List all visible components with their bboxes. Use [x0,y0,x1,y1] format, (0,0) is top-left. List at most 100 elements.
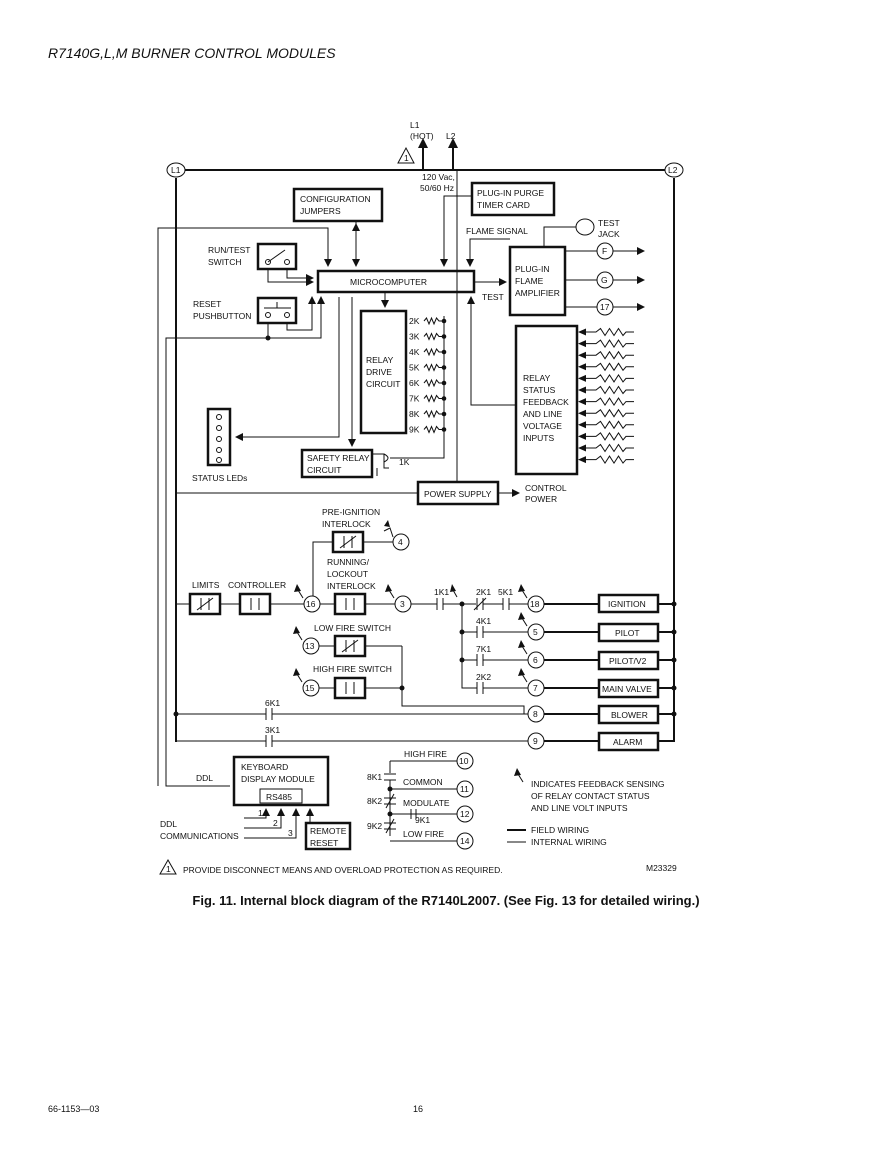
svg-text:FLAME SIGNAL: FLAME SIGNAL [466,226,528,236]
svg-text:RS485: RS485 [266,792,292,802]
configuration-jumpers-box [292,187,384,223]
svg-text:4: 4 [398,537,403,547]
svg-text:DRIVE: DRIVE [366,367,392,377]
keyboard-display-module-box [232,755,330,807]
relay-label-6k: 6K [409,378,420,388]
svg-text:REMOTE: REMOTE [310,826,347,836]
svg-text:17: 17 [600,302,610,312]
svg-text:15: 15 [305,683,315,693]
svg-text:2K1: 2K1 [476,587,491,597]
svg-text:8K2: 8K2 [367,796,382,806]
relay-label-7k: 7K [409,394,420,404]
relay-status-feedback-box [514,324,579,476]
feedback-arrow-icon [578,444,586,452]
svg-text:3: 3 [400,599,405,609]
relay-label-4k: 4K [409,347,420,357]
feedback-arrow-icon [578,398,586,406]
legend: INDICATES FEEDBACK SENSING OF RELAY CONT… [507,768,665,847]
feedback-resistor [586,350,634,360]
svg-text:FIELD WIRING: FIELD WIRING [531,825,589,835]
svg-text:IGNITION: IGNITION [608,599,646,609]
warning-triangle-icon [397,146,415,164]
svg-text:PLUG-IN PURGE: PLUG-IN PURGE [477,188,544,198]
svg-text:PILOT/V2: PILOT/V2 [609,656,647,666]
feedback-arrow-icon [578,421,586,429]
svg-text:2: 2 [273,818,278,828]
svg-text:RESET: RESET [193,299,221,309]
svg-text:5: 5 [533,627,538,637]
svg-text:PRE-IGNITION: PRE-IGNITION [322,507,380,517]
high-fire-switch [333,676,367,700]
svg-text:TEST: TEST [598,218,620,228]
svg-text:9: 9 [533,736,538,746]
relay-coil-5k [423,363,444,372]
svg-text:2K2: 2K2 [476,672,491,682]
feedback-arrow-icon [578,351,586,359]
svg-text:L2: L2 [668,165,678,175]
svg-text:G: G [601,275,608,285]
page-number: 16 [413,1104,424,1114]
figure-caption: Fig. 11. Internal block diagram of the R… [192,893,700,908]
svg-text:INDICATES FEEDBACK SENSING: INDICATES FEEDBACK SENSING [531,779,665,789]
svg-text:LIMITS: LIMITS [192,580,220,590]
svg-text:4K1: 4K1 [476,616,491,626]
feedback-arrow-icon [578,340,586,348]
flame-amplifier-box [508,245,567,317]
disconnect-note: PROVIDE DISCONNECT MEANS AND OVERLOAD PR… [183,865,503,875]
page-header: R7140G,L,M BURNER CONTROL MODULES [48,45,336,61]
remote-reset-box [304,821,352,851]
terminal-11 [456,780,474,798]
relay-label-5k: 5K [409,363,420,373]
feedback-resistor [586,420,634,430]
svg-text:8: 8 [533,709,538,719]
doc-number: 66-1153—03 [48,1104,100,1114]
svg-text:14: 14 [460,836,470,846]
reset-pushbutton [256,296,298,325]
svg-text:ALARM: ALARM [613,737,642,747]
svg-text:RELAY: RELAY [523,373,551,383]
svg-text:POWER: POWER [525,494,557,504]
feedback-arrow-icon [578,432,586,440]
svg-text:50/60 Hz: 50/60 Hz [420,183,454,193]
relay-coil-4k [423,347,444,357]
relay-label-9k: 9K [409,425,420,435]
svg-text:TEST: TEST [482,292,504,302]
feedback-resistor [586,373,634,383]
l1-terminal [166,162,186,178]
svg-text:DDL: DDL [196,773,213,783]
feedback-resistor [586,455,634,465]
feedback-arrow-icon [578,328,586,336]
feedback-arrow-icon [578,456,586,464]
svg-text:13: 13 [305,641,315,651]
svg-text:PUSHBUTTON: PUSHBUTTON [193,311,251,321]
svg-text:INTERLOCK: INTERLOCK [322,519,371,529]
svg-text:1: 1 [404,153,409,163]
svg-text:FLAME: FLAME [515,276,544,286]
svg-text:LOW FIRE SWITCH: LOW FIRE SWITCH [314,623,391,633]
svg-text:1: 1 [166,864,171,874]
terminal-12 [456,805,474,823]
svg-text:JUMPERS: JUMPERS [300,206,341,216]
svg-text:AND LINE: AND LINE [523,409,563,419]
feedback-resistor [586,397,634,407]
run-test-switch [256,242,298,271]
feedback-arrow-icon [578,409,586,417]
svg-text:L1: L1 [410,120,420,130]
svg-text:L1: L1 [171,165,181,175]
relay-coil-2k [423,316,444,326]
feedback-arrow-icon [578,374,586,382]
svg-text:FEEDBACK: FEEDBACK [523,397,569,407]
svg-text:RUN/TEST: RUN/TEST [208,245,251,255]
svg-text:COMMUNICATIONS: COMMUNICATIONS [160,831,239,841]
l2-terminal [664,162,684,178]
svg-text:1K1: 1K1 [434,587,449,597]
svg-text:DISPLAY MODULE: DISPLAY MODULE [241,774,315,784]
test-jack-icon [575,218,595,236]
svg-text:POWER SUPPLY: POWER SUPPLY [424,489,492,499]
svg-text:1K: 1K [399,457,410,467]
svg-text:OF RELAY CONTACT STATUS: OF RELAY CONTACT STATUS [531,791,650,801]
svg-text:VOLTAGE: VOLTAGE [523,421,562,431]
svg-text:AND LINE VOLT INPUTS: AND LINE VOLT INPUTS [531,803,628,813]
svg-text:F: F [602,246,607,256]
